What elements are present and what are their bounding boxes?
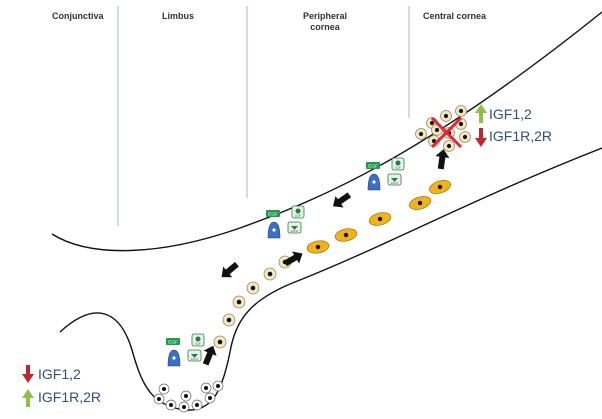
progenitor-cell bbox=[232, 295, 246, 309]
progenitor-cell bbox=[415, 128, 427, 140]
igf-cell: IGF bbox=[391, 157, 405, 171]
basal-cell bbox=[180, 390, 192, 402]
igf-receptor-text: IGF-R bbox=[391, 181, 399, 185]
igf-receptor-cell: IGF-R bbox=[187, 349, 202, 362]
basal-cell bbox=[153, 393, 165, 405]
progenitor-cell bbox=[455, 105, 467, 117]
central-igf-receptor-label: IGF1R,2R bbox=[489, 128, 553, 144]
migration-arrow-icon bbox=[435, 149, 450, 170]
igf-cell: IGF bbox=[191, 333, 205, 347]
igf-receptor-text: IGF-R bbox=[291, 229, 299, 233]
migration-arrow-icon bbox=[202, 345, 217, 366]
receptor-icon bbox=[267, 221, 281, 239]
zone-label-central-cornea: Central cornea bbox=[423, 11, 487, 21]
progenitor-cell bbox=[246, 281, 260, 295]
receptor-icon bbox=[167, 349, 181, 367]
basal-cell bbox=[191, 399, 203, 411]
migration-arrow-icon bbox=[283, 251, 303, 267]
down-arrow-icon bbox=[475, 128, 487, 147]
growth-factor-clusters: EGF IGF IGF-R EGF IGF IGF-R EGF IGF IGF-R bbox=[166, 157, 405, 367]
central-igf-ligand-label: IGF1,2 bbox=[489, 106, 532, 122]
egf-tag-text: EGF bbox=[268, 212, 278, 217]
limbal-niche-cells bbox=[153, 380, 224, 413]
igf-receptor-text: IGF-R bbox=[191, 357, 199, 361]
differentiated-cell bbox=[408, 196, 432, 210]
down-arrow-icon bbox=[22, 365, 34, 383]
igf-receptor-cell: IGF-R bbox=[287, 221, 302, 234]
migration-arrows bbox=[202, 149, 450, 366]
limbal-igf-receptor-label: IGF1R,2R bbox=[38, 389, 102, 405]
tissue-lower-outline bbox=[59, 147, 602, 411]
igf-tag-text: IGF bbox=[395, 166, 400, 170]
progenitor-cell bbox=[459, 131, 471, 143]
zone-label-peripheral-cornea: Peripheral cornea bbox=[299, 11, 351, 33]
differentiated-cells bbox=[306, 180, 451, 254]
tissue-upper-outline bbox=[51, 11, 602, 252]
egf-tag: EGF bbox=[166, 338, 180, 345]
differentiated-cell bbox=[429, 180, 451, 194]
migrating-cell-chain bbox=[213, 255, 292, 349]
egf-tag-text: EGF bbox=[168, 340, 178, 345]
zone-label-limbus: Limbus bbox=[162, 11, 195, 21]
igf-tag-text: IGF bbox=[195, 342, 200, 346]
migration-arrow-icon bbox=[221, 261, 239, 278]
progenitor-cell bbox=[222, 313, 236, 327]
zone-label-peripheral-line1: Peripheral bbox=[302, 11, 348, 21]
differentiated-cell bbox=[368, 212, 392, 226]
basal-cell bbox=[178, 401, 190, 413]
basal-cell bbox=[165, 399, 177, 411]
progenitor-cell bbox=[263, 267, 277, 281]
egf-tag-text: EGF bbox=[368, 164, 378, 169]
igf-receptor-cell: IGF-R bbox=[387, 173, 402, 186]
egf-tag: EGF bbox=[266, 210, 280, 217]
zone-label-conjunctiva: Conjunctiva bbox=[52, 11, 104, 21]
growth-factor-cluster: EGF IGF IGF-R bbox=[166, 333, 205, 367]
igf-cell: IGF bbox=[291, 205, 305, 219]
basal-cell bbox=[158, 383, 170, 395]
zone-label-peripheral-line2: cornea bbox=[310, 22, 340, 32]
egf-tag: EGF bbox=[366, 162, 380, 169]
receptor-icon bbox=[367, 173, 381, 191]
up-arrow-icon bbox=[22, 389, 34, 407]
migration-arrow-icon bbox=[332, 192, 352, 208]
igf-tag-text: IGF bbox=[295, 214, 300, 218]
growth-factor-cluster: EGF IGF IGF-R bbox=[266, 205, 305, 239]
growth-factor-cluster: EGF IGF IGF-R bbox=[366, 157, 405, 191]
differentiated-cell bbox=[334, 228, 358, 242]
progenitor-cell bbox=[443, 140, 455, 152]
basal-cell bbox=[212, 380, 224, 392]
red-x-icon bbox=[430, 116, 463, 149]
progenitor-cell bbox=[213, 335, 227, 349]
up-arrow-icon bbox=[475, 104, 487, 123]
limbal-igf-ligand-label: IGF1,2 bbox=[38, 366, 81, 382]
differentiated-cell bbox=[306, 240, 330, 254]
basal-cell bbox=[204, 392, 216, 404]
progenitor-cell bbox=[440, 110, 452, 122]
basal-cell bbox=[200, 382, 212, 394]
